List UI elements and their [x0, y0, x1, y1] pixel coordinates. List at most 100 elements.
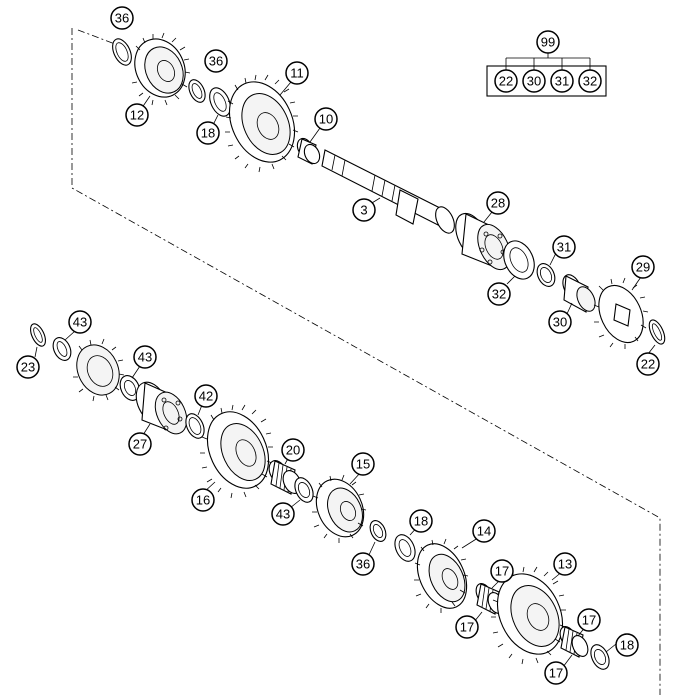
callout-14: 14 [472, 519, 496, 543]
svg-text:32: 32 [583, 74, 597, 89]
part-washer-43-top [52, 337, 72, 361]
part-circlip-23 [30, 323, 46, 347]
callout-15: 15 [351, 452, 375, 476]
part-spacer-30 [562, 274, 596, 313]
svg-text:43: 43 [276, 507, 290, 522]
callout-12: 12 [125, 103, 149, 127]
callout-17-c: 17 [577, 608, 601, 632]
callout-18-low: 18 [409, 509, 433, 533]
svg-text:27: 27 [133, 437, 147, 452]
svg-text:28: 28 [491, 196, 505, 211]
assembly-boundary-axis-top [77, 29, 116, 45]
callout-43-mid: 43 [133, 345, 157, 369]
callout-22: 22 [636, 352, 660, 376]
svg-text:43: 43 [138, 350, 152, 365]
svg-text:15: 15 [356, 457, 370, 472]
part-sprocket-29 [593, 277, 649, 349]
part-oring-31 [536, 263, 556, 287]
callout-27: 27 [128, 432, 152, 456]
part-gear-11 [225, 74, 299, 173]
svg-text:22: 22 [641, 357, 655, 372]
callout-16: 16 [191, 488, 215, 512]
svg-text:22: 22 [499, 74, 513, 89]
part-shaft-3 [321, 149, 455, 234]
svg-text:36: 36 [209, 54, 223, 69]
svg-text:10: 10 [319, 112, 333, 127]
part-washer-43-low [294, 477, 314, 503]
part-gear-15 [312, 474, 367, 543]
svg-text:30: 30 [553, 315, 567, 330]
part-gear-16 [200, 404, 273, 499]
callout-29: 29 [631, 255, 655, 279]
part-gear-12 [131, 32, 191, 106]
callout-36-low: 36 [351, 552, 375, 576]
part-bushing-10 [296, 137, 321, 165]
part-bearing-28 [455, 212, 511, 271]
callout-17-b: 17 [455, 615, 479, 639]
svg-text:20: 20 [286, 443, 300, 458]
callout-23: 23 [16, 355, 40, 379]
svg-text:30: 30 [527, 74, 541, 89]
part-washer-18-end [590, 644, 610, 670]
part-washer-42 [185, 413, 205, 439]
svg-text:17: 17 [549, 666, 563, 681]
svg-text:31: 31 [557, 240, 571, 255]
part-washer-18-top [209, 87, 231, 117]
kit-item-31: 31 [550, 69, 574, 93]
part-circlip-22 [648, 319, 666, 345]
callout-18-end: 18 [615, 633, 639, 657]
callout-43-low: 43 [271, 502, 295, 526]
callout-13: 13 [553, 552, 577, 576]
part-washer-43-mid [119, 375, 141, 401]
part-gear-13 [491, 566, 566, 665]
callout-42: 42 [194, 384, 218, 408]
callout-20: 20 [281, 438, 305, 462]
svg-text:11: 11 [290, 66, 304, 81]
svg-text:17: 17 [460, 620, 474, 635]
part-washer-36-mid [188, 79, 206, 103]
assembly-boundary [71, 28, 661, 695]
part-washer-36-top [112, 38, 132, 66]
callout-18-top: 18 [196, 121, 220, 145]
svg-text:12: 12 [130, 108, 144, 123]
svg-text:18: 18 [201, 126, 215, 141]
callout-99: 99 [536, 30, 560, 54]
svg-text:42: 42 [199, 389, 213, 404]
callout-10: 10 [314, 107, 338, 131]
svg-text:16: 16 [196, 493, 210, 508]
svg-text:23: 23 [21, 360, 35, 375]
callout-43-top: 43 [68, 310, 92, 334]
callout-32: 32 [487, 282, 511, 306]
part-washer-18-low [394, 534, 416, 562]
kit-item-30: 30 [522, 69, 546, 93]
svg-text:18: 18 [414, 514, 428, 529]
part-gear-small [73, 338, 125, 402]
kit-item-32: 32 [578, 69, 602, 93]
part-bearing-27 [135, 381, 188, 435]
svg-text:36: 36 [356, 557, 370, 572]
part-washer-36-low [369, 520, 387, 542]
callout-30: 30 [548, 310, 572, 334]
kit-item-22: 22 [494, 69, 518, 93]
svg-text:99: 99 [541, 35, 555, 50]
callout-36-mid: 36 [204, 49, 228, 73]
svg-text:17: 17 [582, 613, 596, 628]
svg-text:29: 29 [636, 260, 650, 275]
part-gear-14 [414, 538, 469, 613]
part-needle-bearing-17b [559, 626, 589, 658]
svg-text:18: 18 [620, 638, 634, 653]
callout-3: 3 [352, 198, 376, 222]
svg-text:13: 13 [558, 557, 572, 572]
svg-text:14: 14 [477, 524, 491, 539]
callout-11: 11 [285, 61, 309, 85]
part-seal-32 [503, 240, 535, 280]
svg-text:36: 36 [115, 11, 129, 26]
svg-text:32: 32 [492, 287, 506, 302]
svg-text:3: 3 [360, 203, 367, 218]
callout-17-d: 17 [544, 661, 568, 685]
svg-text:31: 31 [555, 74, 569, 89]
callout-17-a: 17 [490, 559, 514, 583]
callout-36-top: 36 [110, 6, 134, 30]
svg-text:43: 43 [73, 315, 87, 330]
